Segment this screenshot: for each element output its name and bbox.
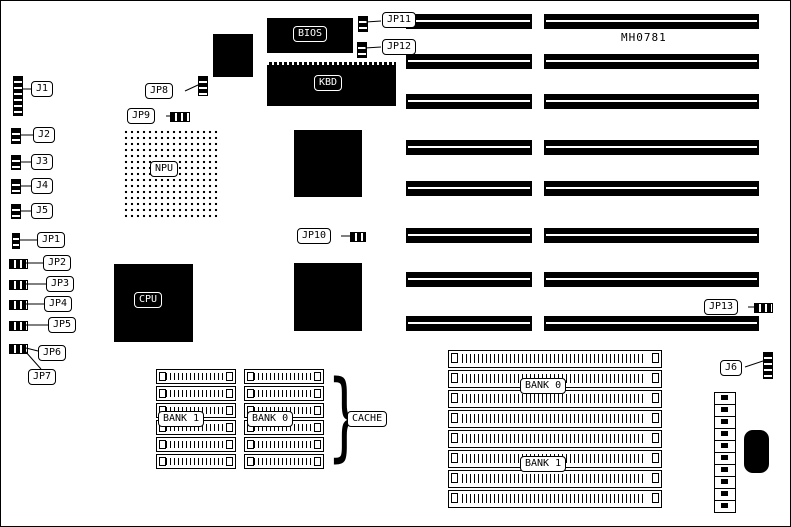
cache-module (156, 437, 236, 452)
jp13-connector (754, 303, 773, 313)
label-j3: J3 (31, 154, 54, 170)
jp4-connector (9, 300, 28, 310)
isa-slot-segment (544, 94, 759, 109)
cache-module (156, 369, 236, 384)
label-left-bank0: BANK 0 (247, 411, 294, 427)
jp10-connector (350, 232, 366, 242)
label-jp11: JP11 (382, 12, 417, 28)
label-j6: J6 (720, 360, 743, 376)
label-bios: BIOS (293, 26, 328, 42)
isa-slot-segment (406, 272, 532, 287)
qfp-chip-bottom (294, 263, 362, 331)
cache-module (156, 386, 236, 401)
jp8-connector (198, 76, 208, 96)
j4-connector (11, 179, 21, 194)
label-j5: J5 (31, 203, 54, 219)
label-right-bank1: BANK 1 (520, 456, 567, 472)
j1-connector (13, 76, 23, 116)
j5-connector (11, 204, 21, 219)
memory-module (448, 430, 662, 448)
isa-slot-segment (406, 228, 532, 243)
jp11-connector (358, 16, 368, 32)
cache-module (244, 369, 324, 384)
isa-slot-segment (406, 14, 532, 29)
jp1-connector (12, 233, 20, 249)
label-j4: J4 (31, 178, 54, 194)
j6-connector (763, 352, 773, 379)
label-cache: CACHE (347, 411, 388, 427)
label-left-bank1: BANK 1 (158, 411, 205, 427)
memory-module (448, 350, 662, 368)
label-jp4: JP4 (44, 296, 73, 312)
qfp-chip-top (294, 130, 362, 197)
label-jp9: JP9 (127, 108, 156, 124)
keyboard-din-connector (744, 430, 769, 473)
isa-slot-segment (544, 272, 759, 287)
isa-slot-segment (406, 181, 532, 196)
connector-cell (714, 500, 736, 513)
cache-module (244, 437, 324, 452)
label-jp13: JP13 (704, 299, 739, 315)
label-cpu: CPU (134, 292, 163, 308)
power-connector (714, 392, 736, 513)
memory-module (448, 490, 662, 508)
memory-module (448, 470, 662, 488)
label-j1: J1 (31, 81, 54, 97)
memory-module (448, 410, 662, 428)
label-jp8: JP8 (145, 83, 174, 99)
label-jp7: JP7 (28, 369, 57, 385)
isa-slot-segment (406, 140, 532, 155)
isa-slot-segment (544, 228, 759, 243)
isa-slot-segment (544, 14, 759, 29)
small-chip (213, 34, 253, 77)
isa-slot-segment (406, 54, 532, 69)
label-kbd: KBD (314, 75, 343, 91)
isa-slot-segment (544, 140, 759, 155)
label-jp12: JP12 (382, 39, 417, 55)
label-jp10: JP10 (297, 228, 332, 244)
jp2-connector (9, 259, 28, 269)
isa-slot-segment (544, 181, 759, 196)
jp5-connector (9, 321, 28, 331)
label-npu: NPU (150, 161, 179, 177)
isa-slot-segment (544, 316, 759, 331)
cache-module (244, 386, 324, 401)
jp9-connector (170, 112, 190, 122)
jp6-connector (9, 344, 28, 354)
j3-connector (11, 155, 21, 170)
jp12-connector (357, 42, 367, 58)
j2-connector (11, 128, 21, 144)
label-jp1: JP1 (37, 232, 66, 248)
label-j2: J2 (33, 127, 56, 143)
label-jp6: JP6 (38, 345, 67, 361)
isa-slot-segment (406, 94, 532, 109)
isa-slot-segment (406, 316, 532, 331)
label-right-bank0: BANK 0 (520, 378, 567, 394)
label-jp3: JP3 (46, 276, 75, 292)
model-number: MH0781 (621, 31, 667, 44)
isa-slot-segment (544, 54, 759, 69)
jp3-connector (9, 280, 28, 290)
label-jp2: JP2 (43, 255, 72, 271)
cache-module (244, 454, 324, 469)
connector-cell (714, 428, 736, 441)
label-jp5: JP5 (48, 317, 77, 333)
cache-module (156, 454, 236, 469)
